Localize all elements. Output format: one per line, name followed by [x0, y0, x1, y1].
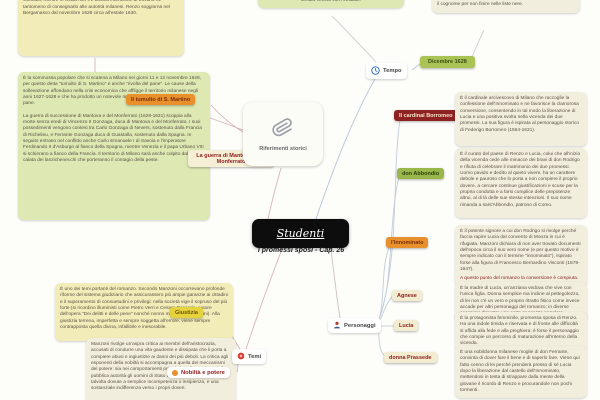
- innominato-note: A questo punto del romanzo la conversion…: [460, 276, 579, 282]
- borromeo-description: È il cardinale arcivescovo di Milano che…: [460, 96, 579, 133]
- prassede-description: È una nobildonna milanese moglie di don …: [460, 350, 580, 393]
- guerra-text: La guerra di successione di Mantova e de…: [23, 113, 204, 163]
- temi-label: Temi: [248, 353, 262, 360]
- nobilta-label: Nobiltà e potere: [181, 369, 225, 376]
- note-senato-text: senato veneto con Annibale.: [300, 0, 362, 3]
- note-senato[interactable]: senato veneto con Annibale.: [258, 0, 404, 9]
- character-text-prassede[interactable]: È una nobildonna milanese moglie di don …: [455, 346, 587, 399]
- node-tumulto-label[interactable]: Il tumulto di S. Martino: [126, 94, 196, 105]
- tempo-label: Tempo: [383, 68, 402, 74]
- character-text-innominato[interactable]: È il potente signore a cui don Rodrigo s…: [455, 225, 587, 287]
- note-esilio-text: che minaccia anche dopo il suo esilio e …: [437, 0, 572, 8]
- abbondio-description: È il curato del paese di Renzo e Lucia, …: [460, 152, 581, 208]
- person-icon: [333, 321, 341, 331]
- node-character-borromeo[interactable]: Il cardinal Borromeo: [394, 110, 458, 121]
- note-esilio[interactable]: che minaccia anche dopo il suo esilio e …: [432, 0, 580, 13]
- node-nobilta-potere[interactable]: Nobiltà e potere: [167, 367, 230, 378]
- node-giustizia[interactable]: Giustizia: [170, 307, 203, 318]
- node-dicembre-1628[interactable]: Dicembre 1628: [420, 56, 475, 68]
- node-temi[interactable]: Temi: [232, 349, 267, 364]
- mindmap-title: I promessi sposi - Cap. 26: [257, 247, 345, 254]
- character-text-borromeo[interactable]: È il cardinale arcivescovo di Milano che…: [455, 92, 587, 146]
- node-character-prassede[interactable]: donna Prassede: [384, 352, 437, 363]
- node-character-agnese[interactable]: Agnese: [392, 290, 422, 301]
- tumulto-text: È la sommossa popolare che si scatena a …: [23, 76, 202, 107]
- note-renzo-fuga-text: del fuggiasco Renzo su pressione del gov…: [23, 0, 170, 16]
- paperclip-icon: [272, 116, 294, 143]
- personaggi-label: Personaggi: [344, 322, 376, 329]
- node-character-lucia[interactable]: Lucia: [394, 320, 419, 331]
- node-character-abbondio[interactable]: don Abbondio: [397, 168, 445, 179]
- clock-icon: [371, 65, 380, 77]
- note-renzo-fuga[interactable]: del fuggiasco Renzo su pressione del gov…: [18, 0, 184, 56]
- character-text-abbondio[interactable]: È il curato del paese di Renzo e Lucia, …: [455, 148, 587, 218]
- node-center[interactable]: Studenti: [252, 219, 349, 248]
- brand-logo: Studenti: [276, 227, 325, 240]
- giustizia-text-box[interactable]: È uno dei temi portanti del romanzo. Sec…: [55, 283, 233, 341]
- nobilta-icon: [172, 369, 178, 376]
- nobilta-description: Manzoni rivolge un'aspra critica ai memb…: [91, 342, 229, 392]
- riferimenti-label: Riferimenti storici: [259, 146, 307, 152]
- node-personaggi[interactable]: Personaggi: [328, 318, 381, 333]
- giustizia-description: È uno dei temi portanti del romanzo. Sec…: [60, 287, 228, 330]
- node-riferimenti-storici[interactable]: Riferimenti storici: [243, 102, 323, 166]
- innominato-description: È il potente signore a cui don Rodrigo s…: [460, 229, 581, 272]
- lucia-description: È la protagonista femminile, promessa sp…: [460, 316, 579, 347]
- theme-icon: [237, 352, 245, 362]
- node-tempo[interactable]: Tempo: [366, 63, 407, 79]
- node-character-innominato[interactable]: l'Innominato: [386, 237, 429, 248]
- character-text-lucia[interactable]: È la protagonista femminile, promessa sp…: [455, 312, 587, 352]
